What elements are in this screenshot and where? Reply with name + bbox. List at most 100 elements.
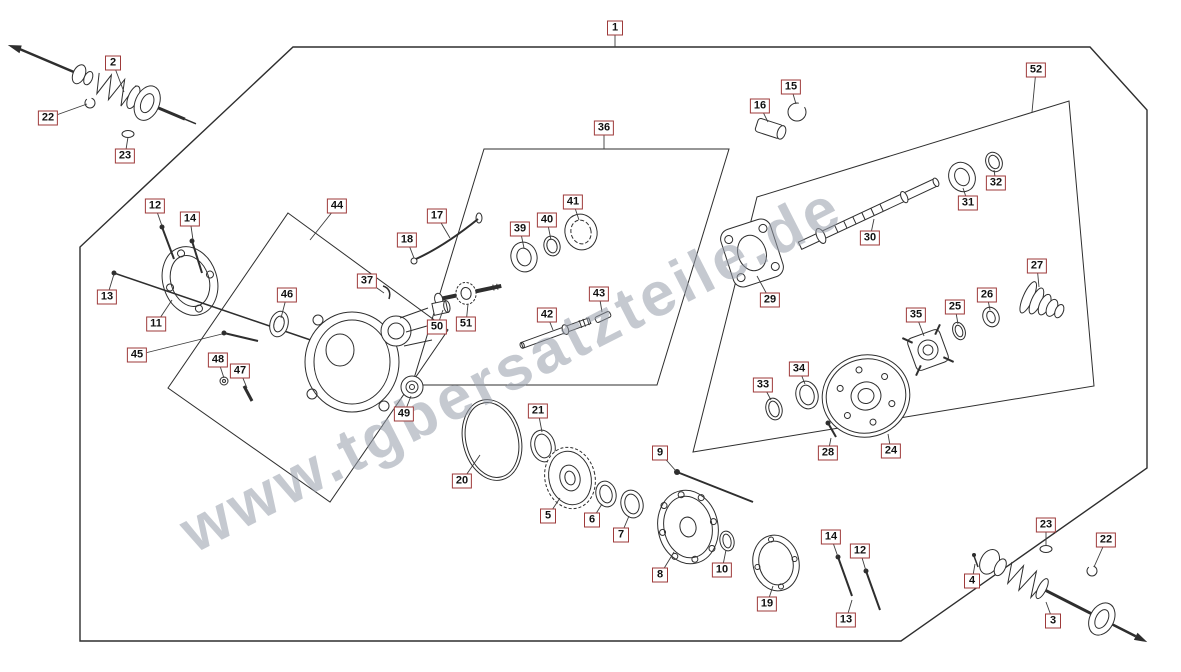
drawing-clip-37	[382, 285, 391, 300]
drawing-washer-25	[952, 321, 966, 341]
part-label-22[interactable]: 22	[37, 110, 59, 126]
part-label-42[interactable]: 42	[536, 307, 558, 323]
part-label-28[interactable]: 28	[817, 445, 839, 461]
part-label-52[interactable]: 52	[1025, 62, 1047, 78]
drawing-coupler-29	[720, 218, 784, 288]
drawing-front-axle	[7, 45, 197, 125]
part-label-17[interactable]: 17	[426, 208, 448, 224]
part-label-29[interactable]: 29	[759, 292, 781, 308]
part-label-45[interactable]: 45	[126, 347, 148, 363]
part-label-3[interactable]: 3	[1045, 613, 1061, 629]
part-label-27[interactable]: 27	[1026, 258, 1048, 274]
part-label-23[interactable]: 23	[1035, 517, 1057, 533]
drawing-ring-6	[595, 480, 617, 508]
inner-box-rear-assembly	[692, 100, 1095, 453]
part-label-6[interactable]: 6	[584, 512, 600, 528]
part-label-31[interactable]: 31	[957, 195, 979, 211]
part-label-13[interactable]: 13	[96, 289, 118, 305]
drawing-mount-plate	[161, 246, 219, 316]
drawing-stud-45	[221, 330, 259, 342]
part-label-8[interactable]: 8	[652, 567, 668, 583]
drawing-plug-16	[754, 117, 787, 140]
drawing-rear-axle	[979, 549, 1148, 643]
part-label-13[interactable]: 13	[835, 612, 857, 628]
part-label-16[interactable]: 16	[749, 98, 771, 114]
part-label-37[interactable]: 37	[356, 273, 378, 289]
part-label-22[interactable]: 22	[1095, 532, 1117, 548]
part-label-20[interactable]: 20	[451, 473, 473, 489]
part-label-30[interactable]: 30	[859, 230, 881, 246]
drawing-output-shaft-30	[797, 177, 940, 250]
part-label-19[interactable]: 19	[756, 596, 778, 612]
drawing-ring-34	[795, 380, 819, 410]
drawing-circlip-rear-22	[1086, 565, 1098, 577]
part-label-44[interactable]: 44	[326, 198, 348, 214]
part-label-36[interactable]: 36	[593, 120, 615, 136]
part-label-46[interactable]: 46	[276, 287, 298, 303]
part-label-24[interactable]: 24	[880, 443, 902, 459]
drawing-gasket-46	[269, 310, 289, 338]
part-label-32[interactable]: 32	[985, 175, 1007, 191]
part-label-25[interactable]: 25	[944, 299, 966, 315]
drawing-gasket-20	[461, 399, 523, 481]
drawing-ring-40	[543, 235, 561, 257]
part-label-15[interactable]: 15	[780, 79, 802, 95]
part-label-4[interactable]: 4	[964, 573, 980, 589]
part-label-40[interactable]: 40	[536, 212, 558, 228]
part-label-49[interactable]: 49	[393, 406, 415, 422]
drawing-spacer-50	[431, 300, 451, 316]
drawing-bolt-12-left	[159, 224, 175, 260]
drawing-bearing-49	[400, 375, 424, 399]
part-label-11[interactable]: 11	[146, 316, 166, 332]
drawing-hub-35	[901, 323, 955, 377]
part-label-2[interactable]: 2	[105, 55, 121, 71]
drawing-gear-housing	[304, 307, 435, 413]
drawing-ring-26	[982, 306, 1000, 328]
part-label-18[interactable]: 18	[396, 232, 418, 248]
part-label-14[interactable]: 14	[820, 529, 842, 545]
part-label-23[interactable]: 23	[114, 148, 136, 164]
drawing-screw-4	[972, 553, 979, 568]
drawing-ring-7	[620, 489, 644, 519]
part-label-21[interactable]: 21	[527, 403, 549, 419]
part-label-5[interactable]: 5	[540, 508, 556, 524]
part-label-10[interactable]: 10	[711, 562, 733, 578]
drawing-circlip-front	[84, 97, 96, 109]
drawing-cover-8	[657, 489, 719, 565]
drawing-gear-5	[544, 446, 596, 510]
part-label-26[interactable]: 26	[976, 287, 998, 303]
part-label-43[interactable]: 43	[588, 286, 610, 302]
drawing-pin-43	[594, 311, 612, 323]
drawing-bearing-41	[564, 213, 598, 251]
part-label-14[interactable]: 14	[179, 211, 201, 227]
part-label-9[interactable]: 9	[652, 445, 668, 461]
drawing-pin-47	[242, 385, 254, 402]
part-label-47[interactable]: 47	[229, 363, 251, 379]
drawing-ring-33	[765, 397, 783, 421]
part-label-35[interactable]: 35	[905, 307, 927, 323]
part-label-34[interactable]: 34	[788, 361, 810, 377]
outer-boundary	[79, 46, 1148, 642]
drawing-bolt-28	[825, 420, 837, 438]
part-label-12[interactable]: 12	[144, 198, 166, 214]
part-label-51[interactable]: 51	[455, 316, 477, 332]
drawing-bearing-39	[510, 241, 538, 273]
drawing-washer-rear-23	[1039, 545, 1053, 553]
part-label-7[interactable]: 7	[613, 527, 629, 543]
inner-box-housing	[167, 212, 449, 503]
part-label-50[interactable]: 50	[426, 319, 448, 335]
part-label-1[interactable]: 1	[607, 20, 623, 36]
part-label-48[interactable]: 48	[207, 352, 229, 368]
drawing-oring-15	[787, 102, 807, 122]
drawing-brake-disc-24	[821, 354, 911, 438]
part-label-33[interactable]: 33	[752, 377, 774, 393]
drawing-bearing-31	[948, 161, 976, 193]
part-label-12[interactable]: 12	[849, 543, 871, 559]
part-label-41[interactable]: 41	[562, 194, 584, 210]
drawing-boot-27	[1019, 281, 1065, 319]
part-label-39[interactable]: 39	[509, 221, 531, 237]
drawing-bolt-13-left	[111, 270, 335, 349]
